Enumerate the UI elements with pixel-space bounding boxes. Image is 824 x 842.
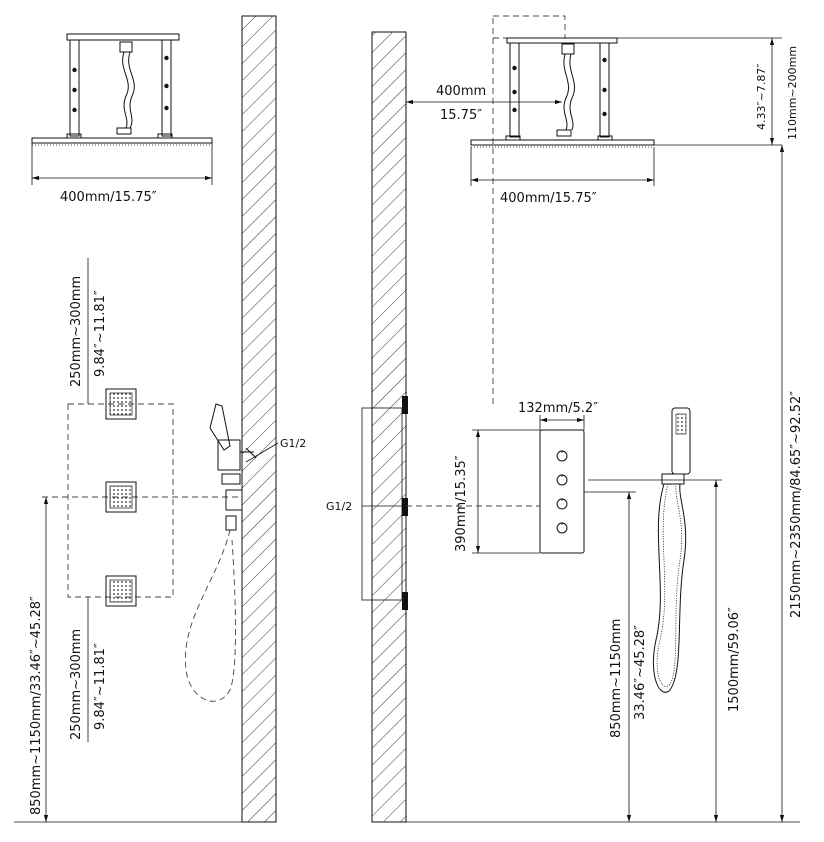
right-thread-label: G1/2 [326,500,352,513]
body-jet-middle [105,481,137,513]
thermostatic-panel [539,429,585,554]
right-drop-in: 4.33″~7.87″ [755,64,768,130]
body-jet-bottom [105,575,137,607]
left-hand-shower [184,403,257,702]
left-view: 400mm/15.75″ 250mm~300mm 9.84″~11.81″ 25… [14,15,306,823]
right-drop-mm: 110mm~200mm [786,46,799,140]
right-total-height-label: 2150mm~2350mm/84.65″~92.52″ [789,391,804,618]
left-jet-spacing-bottom-mm: 250mm~300mm [69,629,84,740]
right-valve-height-mm: 850mm~1150mm [609,619,624,738]
left-shower-width-label: 400mm/15.75″ [60,190,157,205]
right-panel-height-label: 390mm/15.35″ [454,455,469,552]
right-arm-length-in: 15.75″ [440,108,482,123]
left-jet-spacing-top-in: 9.84″~11.81″ [93,290,108,377]
left-jet-spacing-top-mm: 250mm~300mm [69,276,84,387]
left-jet-spacing-bottom-in: 9.84″~11.81″ [93,643,108,730]
right-hand-height-label: 1500mm/59.06″ [727,607,742,712]
left-thread-label: G1/2 [280,437,306,450]
right-view: G1/2 400mm/15.75″ 400mm 15.75″ [326,15,804,823]
right-valve-height-in: 33.46″~45.28″ [633,625,648,720]
left-wall [241,15,277,823]
right-rain-shower [470,37,655,148]
left-height-label: 850mm~1150mm/33.46″~45.28″ [29,596,44,815]
body-jet-top [105,388,137,420]
right-hand-shower [652,407,691,693]
right-shower-width-label: 400mm/15.75″ [500,191,597,206]
right-panel-width-label: 132mm/5.2″ [518,401,598,416]
left-rain-shower [31,33,213,146]
right-wall [371,31,407,823]
right-arm-length-mm: 400mm [436,84,486,99]
